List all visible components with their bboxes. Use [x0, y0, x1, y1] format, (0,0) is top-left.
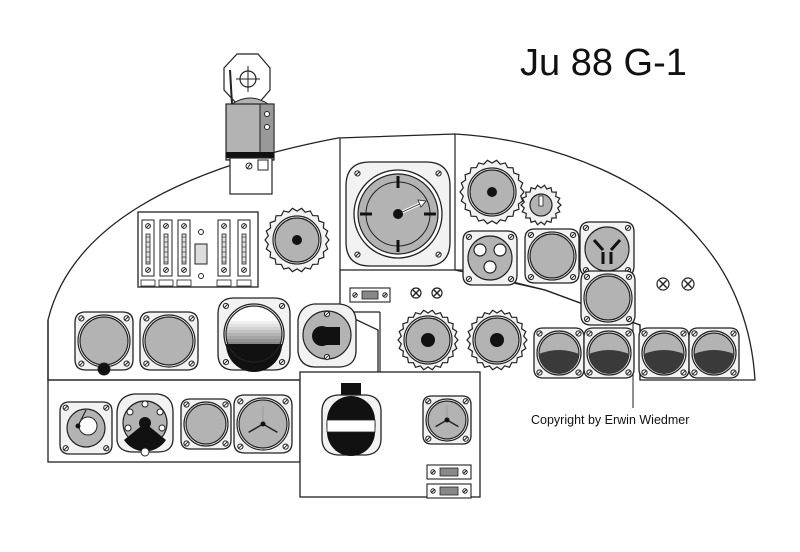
gauge-left-1	[74, 311, 134, 371]
reflector-gunsight-icon	[223, 53, 275, 195]
toggle-switch-icon	[158, 219, 174, 287]
gauge-hub	[490, 333, 504, 347]
gauge-hub	[487, 187, 497, 197]
gauge-face	[185, 403, 227, 445]
gauge-face	[79, 316, 129, 366]
clock-gauge	[264, 207, 330, 273]
artificial-horizon-icon	[321, 383, 382, 456]
temp-gauge-4	[688, 327, 740, 379]
screw-pair	[656, 277, 695, 291]
gauge-face	[584, 226, 630, 272]
selector-switch	[116, 393, 174, 457]
pressure-gauge	[59, 401, 113, 455]
artificial-horizon-icon	[579, 221, 635, 277]
switch-plate	[426, 464, 472, 499]
triple-hole-gauge	[462, 230, 518, 286]
compass-icon	[520, 184, 562, 226]
gauge-face	[585, 275, 631, 321]
round-gauge-lower	[580, 270, 636, 326]
toggle-switch-icon	[236, 219, 252, 287]
gauge-left-2	[139, 311, 199, 371]
gauge-center-small	[422, 395, 472, 445]
boost-gauge-1	[397, 309, 459, 371]
aircraft-title: Ju 88 G-1	[520, 42, 687, 84]
temp-gauge-3	[638, 327, 690, 379]
indicator-lamp	[97, 362, 111, 376]
gauge-hub	[292, 235, 302, 245]
toggle-switch-icon	[216, 219, 232, 287]
round-gauge-mid	[524, 228, 580, 284]
gauge-face	[529, 233, 575, 279]
large-center-gauge	[345, 161, 451, 267]
gauge-lower-4	[233, 394, 293, 454]
copyright-label: Copyright by Erwin Wiedmer	[531, 413, 690, 427]
toggle-switch-icon	[140, 219, 156, 287]
temp-gauge-1	[533, 327, 585, 379]
turn-indicator-gauge	[217, 297, 291, 372]
gauge-lower-3	[180, 398, 232, 450]
altimeter-gauge	[459, 159, 525, 225]
toggle-switch-icon	[176, 219, 192, 287]
boost-gauge-2	[466, 309, 528, 371]
temp-gauge-2	[583, 327, 635, 379]
gauge-hub	[421, 333, 435, 347]
screw-pair	[410, 287, 443, 299]
switch-plate	[349, 287, 391, 303]
rpm-gauge	[297, 303, 357, 368]
gauge-face	[144, 316, 194, 366]
